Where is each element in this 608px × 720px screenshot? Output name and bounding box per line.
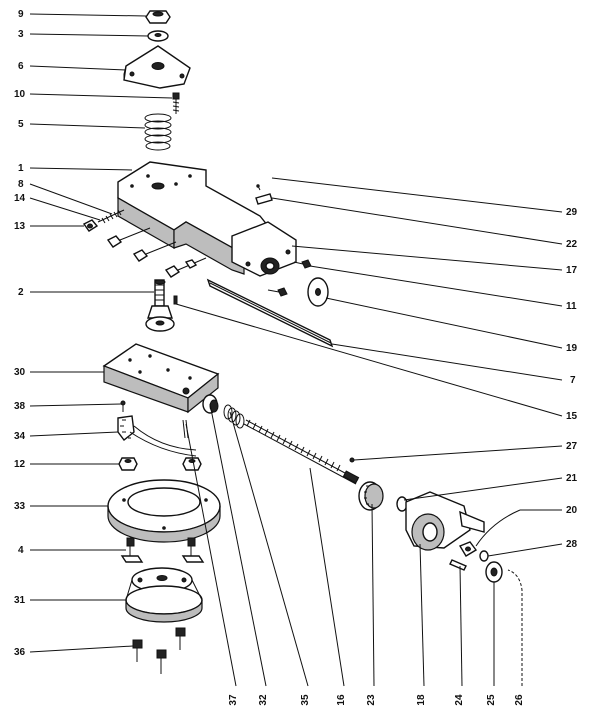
label-18: 18 <box>416 694 427 706</box>
label-6: 6 <box>18 61 24 72</box>
label-33: 33 <box>14 501 26 512</box>
part-5-spring <box>144 113 172 151</box>
part-9-nut <box>145 10 171 24</box>
part-15-pin <box>173 295 178 305</box>
part-31-base <box>125 567 203 623</box>
label-10: 10 <box>14 89 26 100</box>
part-28-washer <box>479 550 489 562</box>
label-22: 22 <box>566 239 578 250</box>
part-38-screw <box>120 400 126 412</box>
label-36: 36 <box>14 647 26 658</box>
part-33-ring-plate <box>107 479 221 543</box>
label-9: 9 <box>18 9 24 20</box>
part-4-t-bolts <box>120 537 205 563</box>
part-19-disc <box>307 277 329 307</box>
label-15: 15 <box>566 411 578 422</box>
part-3-washer <box>147 30 169 42</box>
label-7: 7 <box>570 375 576 386</box>
label-35: 35 <box>300 694 311 706</box>
part-10-screw <box>172 92 180 114</box>
part-1-slide-body <box>117 161 297 277</box>
label-24: 24 <box>454 694 465 706</box>
part-16-lead-screw <box>243 419 360 485</box>
part-36-cap-screws <box>132 627 186 674</box>
part-29-pin <box>256 184 261 191</box>
part-20-nut <box>458 541 478 557</box>
label-34: 34 <box>14 431 26 442</box>
callout-labels-bottom: 37 32 35 16 23 18 24 25 26 <box>228 694 525 706</box>
label-5: 5 <box>18 119 24 130</box>
label-28: 28 <box>566 539 578 550</box>
label-2: 2 <box>18 287 24 298</box>
part-25-washer <box>485 561 503 583</box>
label-38: 38 <box>14 401 26 412</box>
label-16: 16 <box>336 694 347 706</box>
label-1: 1 <box>18 163 24 174</box>
label-21: 21 <box>566 473 578 484</box>
label-31: 31 <box>14 595 26 606</box>
label-3: 3 <box>18 29 24 40</box>
label-23: 23 <box>366 694 377 706</box>
part-34-dial-segment <box>117 415 197 457</box>
label-17: 17 <box>566 265 578 276</box>
label-25: 25 <box>486 694 497 706</box>
callout-labels-left: 9 3 6 10 5 1 8 14 13 2 30 38 34 12 33 4 … <box>14 9 26 658</box>
label-14: 14 <box>14 193 26 204</box>
part-27-ball <box>349 457 355 463</box>
label-26: 26 <box>514 694 525 706</box>
label-4: 4 <box>18 545 24 556</box>
label-11: 11 <box>566 301 577 312</box>
label-29: 29 <box>566 207 578 218</box>
part-2-stud <box>145 279 175 332</box>
part-7-gib-strip <box>206 278 334 348</box>
label-19: 19 <box>566 343 578 354</box>
leader-lines <box>29 13 563 687</box>
label-30: 30 <box>14 367 26 378</box>
label-13: 13 <box>14 221 26 232</box>
label-27: 27 <box>566 441 578 452</box>
label-12: 12 <box>14 459 26 470</box>
part-8-14-gib-screws <box>82 209 207 278</box>
label-37: 37 <box>228 694 239 706</box>
part-22-key <box>255 193 273 205</box>
part-30-swivel-block <box>102 343 220 414</box>
part-23-dial-collar <box>358 481 384 511</box>
label-32: 32 <box>258 694 269 706</box>
callout-labels-right: 29 22 17 11 19 7 15 27 21 20 28 <box>566 207 578 550</box>
label-20: 20 <box>566 505 578 516</box>
part-6-clamp-plate <box>123 45 191 89</box>
label-8: 8 <box>18 179 24 190</box>
part-18-handle-hub <box>405 491 485 551</box>
part-24-pin <box>449 559 467 571</box>
part-11-screws <box>267 259 312 297</box>
part-12-nuts <box>118 457 202 471</box>
